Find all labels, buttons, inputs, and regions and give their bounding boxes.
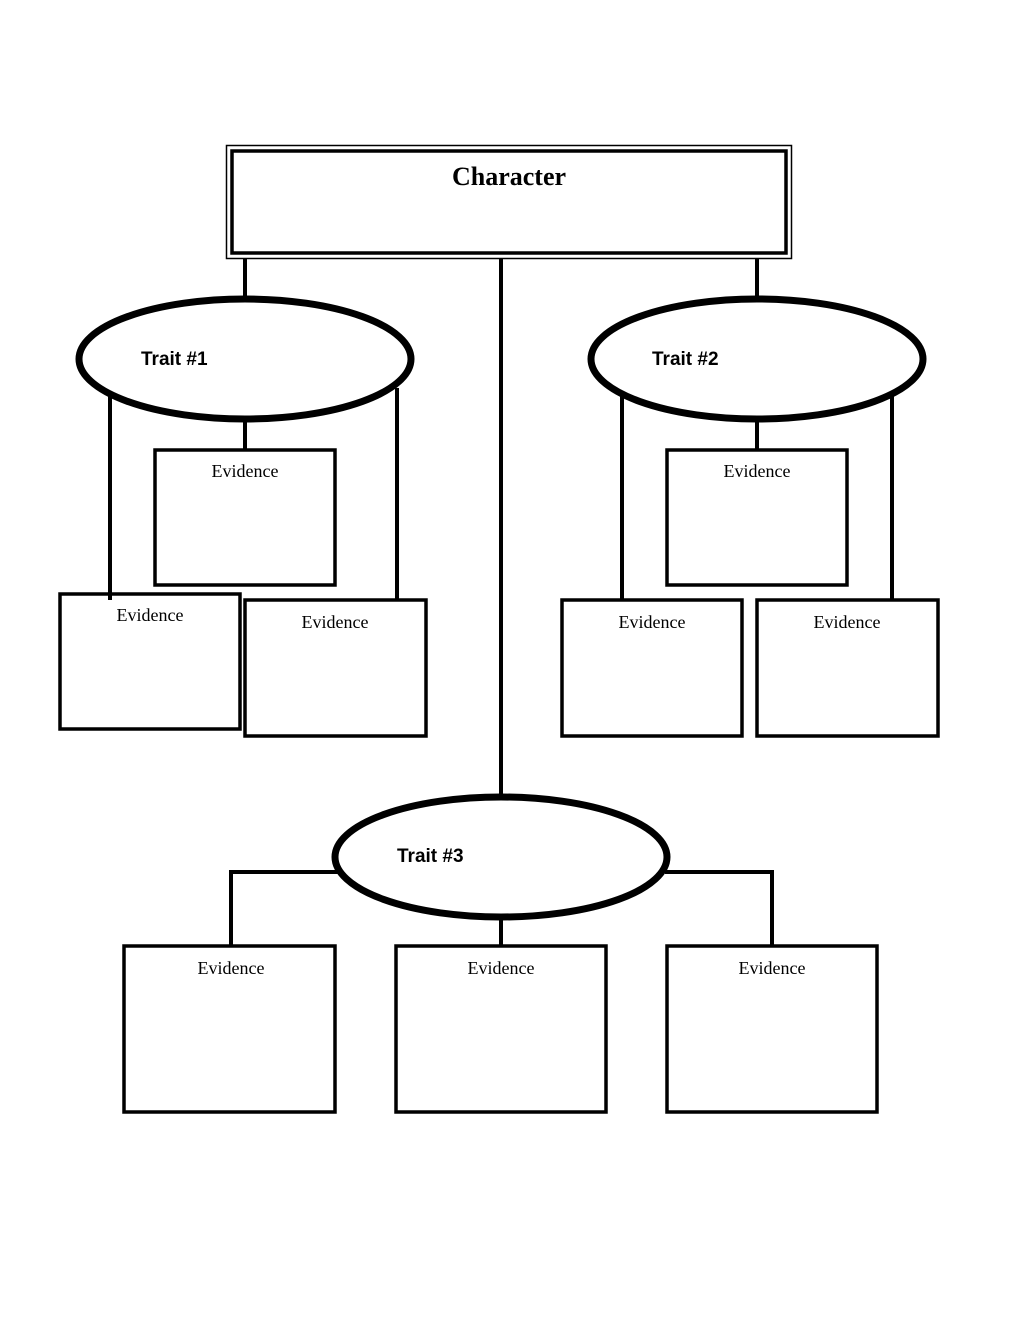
trait3-evidence-label-2: Evidence — [468, 958, 535, 978]
trait3-label: Trait #3 — [397, 846, 464, 867]
trait2-ellipse — [587, 295, 927, 423]
trait1-evidence-box-2 — [58, 592, 242, 731]
trait1-evidence-label-2: Evidence — [117, 605, 184, 625]
trait3-evidence-label-3: Evidence — [739, 958, 806, 978]
trait1-evidence-box-3 — [243, 598, 428, 738]
trait2-evidence-box-2 — [560, 598, 744, 738]
trait2-evidence-label-3: Evidence — [814, 612, 881, 632]
connector-trait3-evidence-left — [229, 870, 338, 948]
trait2-evidence-label-2: Evidence — [619, 612, 686, 632]
trait2-evidence-box-3 — [755, 598, 940, 738]
trait3-ellipse — [331, 793, 671, 921]
trait3-evidence-box-1 — [122, 944, 337, 1114]
trait3-evidence-box-2 — [394, 944, 608, 1114]
trait3-evidence-box-3 — [665, 944, 879, 1114]
trait1-label: Trait #1 — [141, 349, 208, 370]
trait2-evidence-box-1 — [665, 448, 849, 587]
trait1-evidence-label-1: Evidence — [212, 461, 279, 481]
trait1-evidence-box-1 — [153, 448, 337, 587]
character-title: Character — [452, 162, 566, 191]
trait2-label: Trait #2 — [652, 349, 719, 370]
trait2-evidence-label-1: Evidence — [724, 461, 791, 481]
trait1-evidence-label-3: Evidence — [302, 612, 369, 632]
connector-trait3-evidence-right — [665, 870, 774, 948]
trait3-evidence-label-1: Evidence — [198, 958, 265, 978]
character-box — [225, 144, 793, 260]
trait1-ellipse — [75, 295, 415, 423]
